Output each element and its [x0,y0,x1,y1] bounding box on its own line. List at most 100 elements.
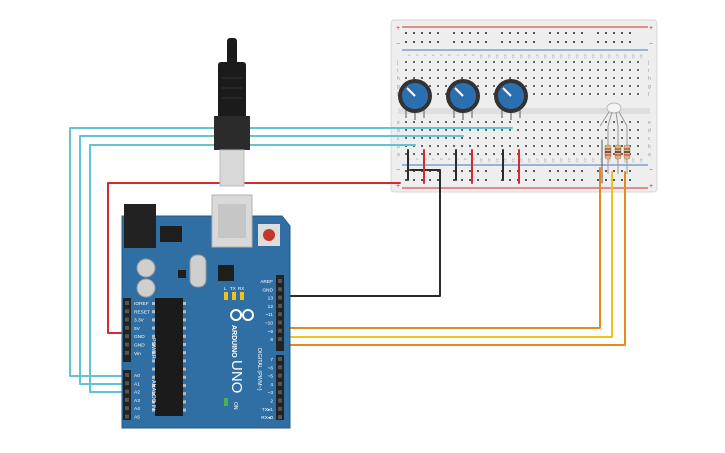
breadboard-hole[interactable] [405,69,407,71]
breadboard-hole[interactable] [477,145,479,147]
breadboard-hole[interactable] [597,137,599,139]
breadboard-hole[interactable] [605,69,607,71]
breadboard-hole[interactable] [509,129,511,131]
breadboard-hole[interactable] [413,121,415,123]
breadboard-hole[interactable] [445,137,447,139]
breadboard-hole[interactable] [565,85,567,87]
breadboard-hole[interactable] [629,121,631,123]
breadboard-hole[interactable] [405,77,407,79]
breadboard-hole[interactable] [629,61,631,63]
breadboard-hole[interactable] [421,129,423,131]
breadboard-hole[interactable] [477,121,479,123]
breadboard-hole[interactable] [445,121,447,123]
wire-pin8-to-resistor[interactable] [281,171,626,346]
rail-hole[interactable] [477,32,479,34]
breadboard-hole[interactable] [581,85,583,87]
rail-hole[interactable] [605,32,607,34]
breadboard-hole[interactable] [445,77,447,79]
rail-hole[interactable] [453,179,455,181]
breadboard-hole[interactable] [413,129,415,131]
header-pin[interactable] [278,398,282,403]
breadboard-hole[interactable] [469,153,471,155]
rail-hole[interactable] [565,179,567,181]
breadboard-hole[interactable] [557,145,559,147]
breadboard-hole[interactable] [597,153,599,155]
breadboard-hole[interactable] [573,85,575,87]
breadboard-hole[interactable] [437,145,439,147]
resistor-3[interactable] [623,126,631,174]
potentiometer-1[interactable] [398,79,432,120]
header-pin[interactable] [278,287,282,292]
rail-hole[interactable] [597,179,599,181]
breadboard-hole[interactable] [477,85,479,87]
breadboard-hole[interactable] [613,129,615,131]
rail-hole[interactable] [413,41,415,43]
breadboard-hole[interactable] [541,145,543,147]
breadboard-hole[interactable] [501,77,503,79]
breadboard-hole[interactable] [493,93,495,95]
breadboard-hole[interactable] [405,137,407,139]
rail-hole[interactable] [581,41,583,43]
breadboard-hole[interactable] [549,153,551,155]
breadboard-hole[interactable] [621,145,623,147]
breadboard-hole[interactable] [525,69,527,71]
breadboard-hole[interactable] [549,93,551,95]
rail-hole[interactable] [613,32,615,34]
breadboard-hole[interactable] [477,77,479,79]
breadboard-hole[interactable] [517,69,519,71]
breadboard-hole[interactable] [405,61,407,63]
breadboard-hole[interactable] [605,77,607,79]
breadboard-hole[interactable] [429,61,431,63]
breadboard-hole[interactable] [485,129,487,131]
breadboard-hole[interactable] [469,129,471,131]
rail-hole[interactable] [477,170,479,172]
breadboard-hole[interactable] [621,61,623,63]
breadboard-hole[interactable] [597,121,599,123]
breadboard-hole[interactable] [509,77,511,79]
breadboard-hole[interactable] [453,121,455,123]
breadboard-hole[interactable] [581,145,583,147]
rail-hole[interactable] [429,179,431,181]
breadboard-hole[interactable] [533,85,535,87]
breadboard-hole[interactable] [421,61,423,63]
breadboard-hole[interactable] [485,85,487,87]
breadboard-hole[interactable] [413,77,415,79]
breadboard-hole[interactable] [613,69,615,71]
breadboard-hole[interactable] [565,61,567,63]
breadboard-hole[interactable] [621,121,623,123]
rail-hole[interactable] [509,170,511,172]
breadboard-hole[interactable] [541,77,543,79]
breadboard-hole[interactable] [565,129,567,131]
breadboard-hole[interactable] [573,153,575,155]
breadboard-hole[interactable] [461,153,463,155]
breadboard-hole[interactable] [485,153,487,155]
potentiometer-3[interactable] [494,79,528,120]
breadboard-hole[interactable] [405,129,407,131]
breadboard-hole[interactable] [501,129,503,131]
breadboard-hole[interactable] [485,145,487,147]
header-pin[interactable] [125,317,129,322]
breadboard-hole[interactable] [461,145,463,147]
breadboard-hole[interactable] [469,77,471,79]
header-pin[interactable] [125,406,129,411]
rail-hole[interactable] [453,41,455,43]
rail-hole[interactable] [421,179,423,181]
header-pin[interactable] [278,328,282,333]
breadboard-hole[interactable] [621,69,623,71]
breadboard-hole[interactable] [445,153,447,155]
breadboard-hole[interactable] [453,137,455,139]
breadboard-hole[interactable] [501,69,503,71]
breadboard-hole[interactable] [453,129,455,131]
breadboard-hole[interactable] [637,121,639,123]
header-pin[interactable] [278,303,282,308]
breadboard-hole[interactable] [613,145,615,147]
reset-button[interactable] [263,229,275,241]
resistor-1[interactable] [604,126,612,174]
header-pin[interactable] [278,381,282,386]
rail-hole[interactable] [533,41,535,43]
header-pin[interactable] [278,365,282,370]
breadboard-hole[interactable] [541,129,543,131]
breadboard-hole[interactable] [597,61,599,63]
breadboard-hole[interactable] [525,137,527,139]
breadboard-hole[interactable] [549,85,551,87]
